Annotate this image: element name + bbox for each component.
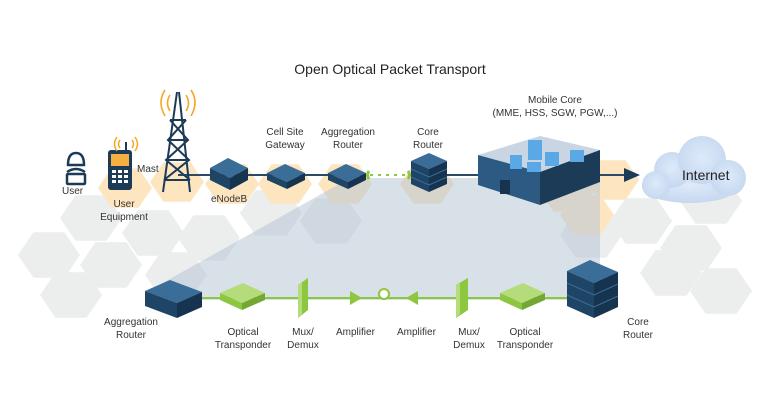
mux-demux-left-device[interactable] [298,278,308,318]
amplifier-right-icon[interactable] [406,291,418,305]
label-internet: Internet [682,167,730,183]
mobile-core-building[interactable] [478,136,600,205]
diagram-title: Open Optical Packet Transport [294,61,486,77]
optical-port-icon [406,170,411,180]
label-amplifier-right: Amplifier [397,327,436,338]
core-router-bottom-device[interactable] [566,260,619,318]
label-optical-transponder-left: Optical Transponder [214,327,272,351]
aggregation-router-bottom-device[interactable] [145,280,202,318]
label-mobile-core-functions: (MME, HSS, SGW, PGW,...) [492,108,618,119]
label-cell-site-gateway: Cell Site Gateway [265,127,305,151]
fiber-spool-icon [378,288,390,300]
label-core-router-top: Core Router [412,127,443,151]
internet-cloud[interactable] [642,136,746,203]
core-router-top-device[interactable] [410,153,448,192]
label-mast: Mast [137,164,159,175]
label-aggregation-router-bottom: Aggregation Router [104,317,158,341]
label-mobile-core: Mobile Core [528,95,582,106]
label-amplifier-left: Amplifier [336,327,375,338]
optical-plane [150,178,600,300]
label-mux-demux-right: Mux/ Demux [453,327,485,351]
label-user: User [62,186,84,197]
arrow-to-internet-icon [624,168,640,182]
label-user-equipment: User Equipment [100,199,148,223]
aggregation-router-top-device[interactable] [328,164,366,189]
label-core-router-bottom: Core Router [622,317,653,341]
mast-icon [160,89,196,193]
label-enodeb: eNodeB [211,194,248,205]
user-icon [65,151,87,186]
amplifier-left-icon[interactable] [350,291,362,305]
cell-site-gateway-device[interactable] [267,164,305,189]
user-equipment-icon [108,136,139,190]
mux-demux-right-device[interactable] [456,278,468,318]
label-aggregation-router-top: Aggregation Router [321,127,375,151]
optical-transponder-right-device[interactable] [500,283,545,310]
label-optical-transponder-right: Optical Transponder [496,327,554,351]
enodeb-device[interactable] [210,158,248,190]
optical-transponder-left-device[interactable] [220,283,265,310]
label-mux-demux-left: Mux/ Demux [287,327,319,351]
optical-port-icon [366,170,371,180]
